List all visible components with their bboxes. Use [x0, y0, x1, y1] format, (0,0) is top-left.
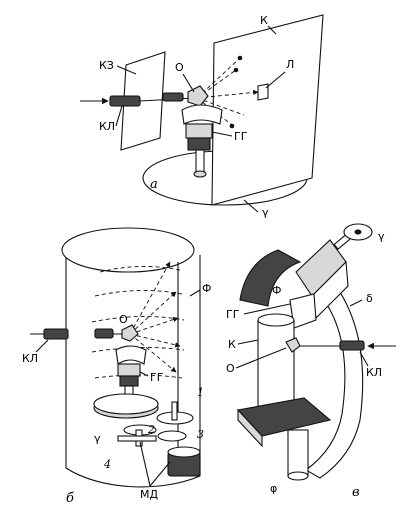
crystal — [187, 85, 209, 107]
leader-gg — [211, 131, 233, 137]
phi-spindle — [287, 429, 309, 477]
label-f: Ф — [272, 284, 281, 297]
label-4: 4 — [103, 458, 111, 471]
leader-kl — [115, 105, 123, 127]
caption-b: б — [66, 491, 74, 506]
motor-top — [167, 446, 201, 458]
gear-3 — [157, 430, 187, 442]
film-spot — [229, 123, 235, 129]
leader-delta — [349, 299, 363, 307]
leader-kl — [35, 339, 49, 353]
shaft-4 — [117, 435, 157, 442]
film-cylinder-top — [257, 313, 295, 327]
caption-a: а — [150, 177, 158, 192]
goniometer-block — [119, 375, 139, 387]
label-l: Л — [286, 58, 294, 71]
collimator-stub — [162, 92, 184, 102]
layer-line — [99, 266, 181, 273]
leader-k — [267, 25, 277, 35]
spindle-base — [193, 170, 207, 178]
layer-line — [91, 346, 185, 353]
label-2: 2 — [147, 423, 155, 436]
leader-k — [237, 339, 259, 345]
phi-spindle-bottom — [287, 471, 309, 481]
label-gg: ГГ — [150, 371, 164, 384]
diffracted-ray — [129, 291, 177, 335]
label-kl: КЛ — [99, 120, 115, 133]
panel-b: Ф КЛ О ГГ γ 1 2 3 4 МД б — [22, 227, 211, 506]
drive-gear-gamma-top — [93, 393, 159, 415]
base-block-front — [237, 408, 263, 448]
goniometer-head — [117, 363, 141, 377]
layer-line — [91, 316, 185, 323]
label-k: К — [260, 14, 268, 27]
panel-a: КЗ КЛ О К Л ГГ γ а — [80, 14, 324, 219]
gamma-disc-hub — [354, 229, 362, 235]
collimator-tube — [43, 328, 69, 340]
diffracted-ray — [129, 333, 181, 348]
label-k: К — [228, 338, 236, 351]
goniometer-arc — [115, 345, 147, 365]
label-kz: КЗ — [99, 59, 114, 72]
label-kl: КЛ — [366, 366, 382, 379]
label-kl: КЛ — [22, 352, 38, 365]
film-spot — [233, 67, 239, 73]
label-delta: δ — [366, 292, 373, 305]
label-gamma: γ — [94, 432, 101, 445]
beam-trap — [257, 83, 269, 101]
label-o: О — [119, 313, 128, 326]
goniometer-head — [185, 123, 213, 139]
crystal — [121, 324, 139, 342]
label-3: 3 — [197, 428, 204, 441]
collimator-tube — [339, 340, 365, 351]
panel-v: γ δ Ф ГГ К О КЛ φ в — [226, 223, 396, 500]
label-1: 1 — [197, 386, 204, 399]
leader-kl — [359, 351, 369, 367]
leader-md-1 — [139, 441, 151, 487]
leader-gg — [243, 303, 291, 315]
goniometer-arc — [181, 104, 223, 125]
leader-o — [182, 73, 195, 93]
goniometer-block — [187, 137, 211, 151]
diffracted-ray — [129, 316, 179, 335]
upper-arc-guide — [239, 249, 302, 307]
leader-kz — [116, 65, 137, 75]
label-gg: ГГ — [234, 130, 248, 143]
leader-md-2 — [149, 461, 171, 487]
collimator-inner — [94, 328, 114, 339]
spindle — [195, 149, 205, 173]
label-phi: φ — [270, 482, 277, 495]
label-o: О — [175, 61, 184, 74]
leader-gamma — [243, 199, 259, 213]
label-gamma: γ — [378, 230, 385, 243]
label-md: МД — [140, 488, 158, 501]
diffracted-ray — [129, 333, 177, 373]
film-spot — [237, 55, 243, 61]
caption-v: в — [352, 485, 360, 500]
collimator-tube — [109, 95, 141, 107]
leader-o — [235, 347, 287, 369]
label-gg: ГГ — [226, 308, 240, 321]
label-f: Ф — [202, 282, 211, 295]
cylinder-top-rim — [61, 227, 195, 273]
label-gamma: γ — [262, 206, 269, 219]
leader-l — [265, 71, 286, 89]
label-o: О — [226, 362, 235, 375]
leader-gg — [139, 371, 149, 377]
film-screen — [211, 14, 324, 206]
shaft-1 — [171, 401, 178, 421]
leader-f — [189, 289, 201, 297]
